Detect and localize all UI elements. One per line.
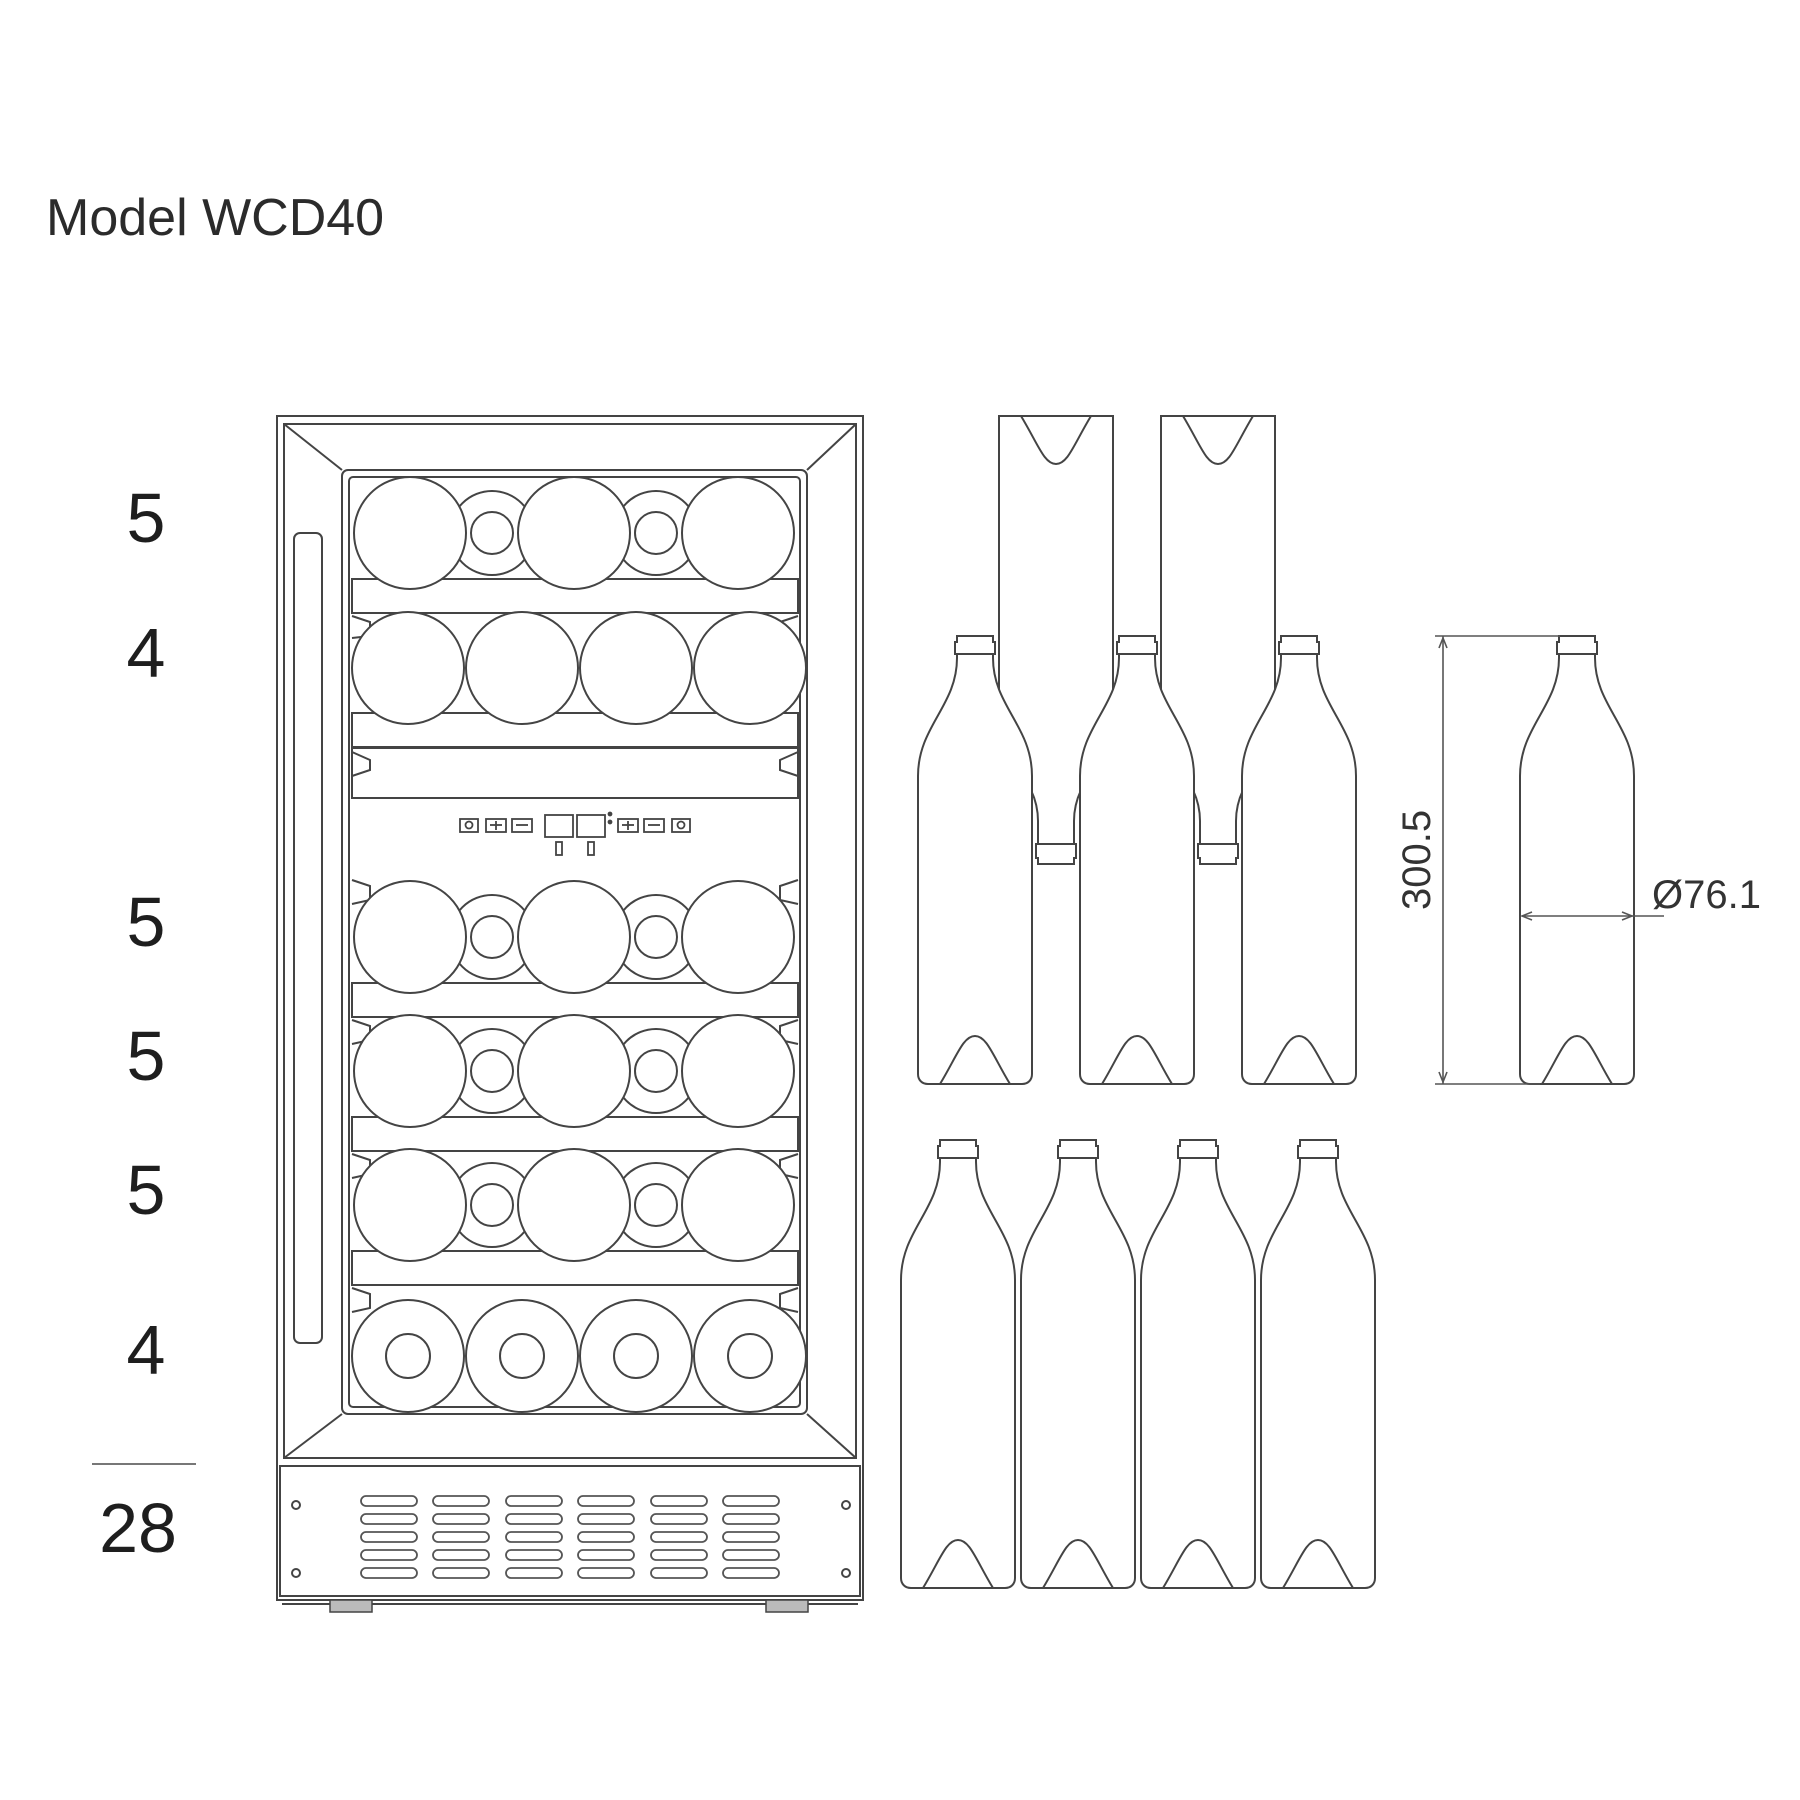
bottle-stack-top	[917, 415, 1357, 1085]
shelf-row-4	[354, 1015, 794, 1127]
shelf-count-6: 4	[126, 1311, 166, 1389]
bottle-height-label: 300.5	[1395, 810, 1439, 910]
shelf-count-1: 5	[126, 479, 166, 557]
dimensioned-bottle	[1519, 635, 1635, 1085]
shelf-row-3	[354, 881, 794, 993]
shelf-count-4: 5	[126, 1017, 166, 1095]
total-count: 28	[99, 1489, 177, 1567]
control-panel	[459, 811, 691, 856]
cooler-cabinet	[276, 415, 864, 1601]
shelf-count-5: 5	[126, 1151, 166, 1229]
shelf-count-3: 5	[126, 883, 166, 961]
shelf-count-2: 4	[126, 614, 166, 692]
shelf-row-2	[352, 612, 806, 724]
diameter-dimension	[1519, 911, 1664, 921]
bottle-diameter-label: Ø76.1	[1652, 873, 1761, 917]
shelf-row-6	[351, 1299, 807, 1413]
shelf-row-1	[354, 477, 794, 589]
vent-grille	[279, 1465, 861, 1605]
model-title: Model WCD40	[46, 189, 385, 247]
bottle-stack-bottom	[900, 1139, 1376, 1589]
leveling-feet	[329, 1599, 809, 1613]
total-divider	[92, 1463, 196, 1465]
height-dimension	[1435, 635, 1560, 1085]
shelf-row-5	[354, 1149, 794, 1261]
